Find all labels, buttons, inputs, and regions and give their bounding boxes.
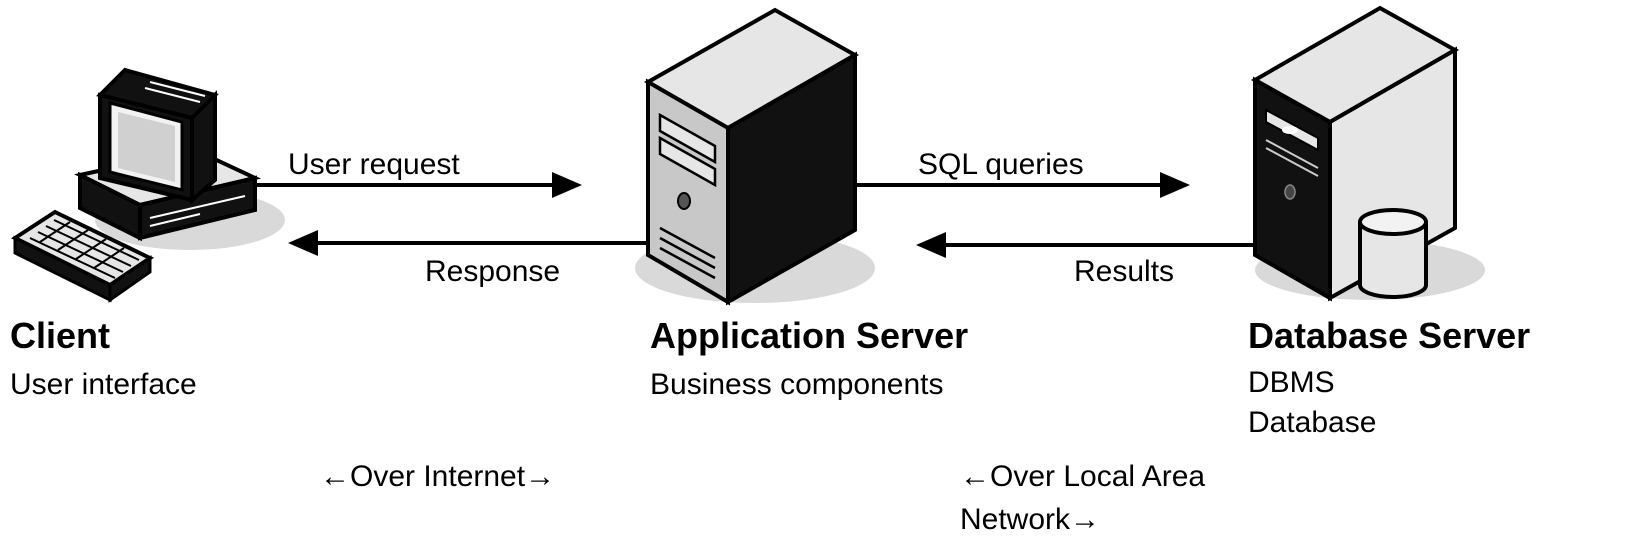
arrow-sql-queries: [855, 172, 1190, 198]
arrow-user-request: [255, 172, 582, 198]
node-line-app-server-0: Business components: [650, 368, 944, 401]
network-label-lan-line1: ←Over Local Area: [960, 460, 1206, 493]
node-line-db-server-0: DBMS: [1248, 366, 1335, 399]
edge-label-user-request: User request: [288, 148, 460, 181]
network-label-lan-line2: Network→: [960, 503, 1101, 536]
node-title-client: Client: [10, 315, 111, 356]
arrow-results: [916, 232, 1255, 258]
edge-label-results: Results: [1074, 255, 1175, 288]
tower-server-icon: [635, 7, 875, 306]
desktop-computer-icon: [10, 67, 285, 303]
database-server-icon: [1250, 5, 1485, 302]
node-line-db-server-1: Database: [1248, 406, 1377, 439]
arrow-response: [288, 230, 648, 256]
edge-label-response: Response: [425, 255, 561, 288]
node-line-client-0: User interface: [10, 368, 197, 401]
network-label-internet: ←Over Internet→: [320, 460, 556, 493]
node-title-app-server: Application Server: [650, 315, 969, 356]
node-title-db-server: Database Server: [1248, 315, 1531, 356]
edge-label-sql-queries: SQL queries: [918, 148, 1084, 181]
